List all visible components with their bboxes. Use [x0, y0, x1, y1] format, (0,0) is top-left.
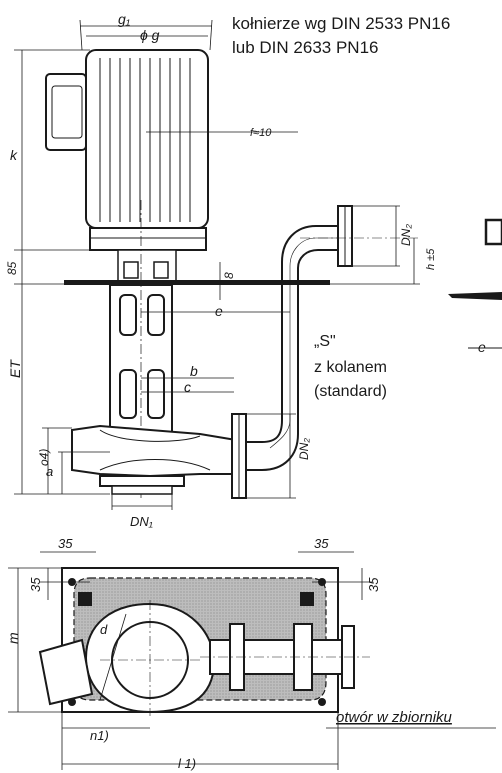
label-d: d [100, 622, 108, 637]
label-35-tl: 35 [58, 536, 73, 551]
label-m: m [5, 632, 21, 644]
label-n1: n1) [90, 728, 109, 743]
side-dimensions [14, 19, 420, 510]
label-o4: o4) [37, 449, 51, 466]
label-e-right: e [478, 339, 486, 355]
label-dn2-top: DN₂ [399, 224, 413, 246]
label-e: e [215, 303, 223, 319]
motor-fins [99, 58, 191, 222]
label-85: 85 [5, 261, 19, 275]
label-dn1: DN₁ [130, 514, 153, 529]
side-view [45, 49, 420, 500]
mounting-plate [64, 280, 330, 285]
label-s: „S" [314, 333, 336, 350]
label-8: 8 [222, 272, 236, 279]
label-phi-g: ϕ g [140, 27, 160, 43]
label-dn2-bottom: DN₂ [297, 438, 311, 460]
label-standard: (standard) [314, 383, 387, 400]
label-c: c [184, 379, 191, 395]
label-k: k [10, 147, 18, 163]
terminal-box [45, 73, 87, 151]
inlet-flange [99, 475, 185, 487]
pump-casing [71, 424, 237, 478]
header-line-1: kołnierze wg DIN 2533 PN16 [232, 14, 451, 33]
label-35-lv: 35 [28, 577, 43, 592]
label-z-kolanem: z kolanem [314, 359, 387, 376]
plan-view [38, 567, 370, 716]
label-g1: g₁ [118, 11, 131, 27]
label-otwor: otwór w zbiorniku [336, 709, 453, 726]
label-h: h ±5 [425, 248, 437, 270]
header-line-2: lub DIN 2633 PN16 [232, 38, 379, 57]
plan-dimensions [8, 551, 496, 770]
label-l1: l 1) [178, 756, 196, 771]
label-35-tr: 35 [314, 536, 329, 551]
diagram-labels: g₁ ϕ g f≈10 k 85 8 h ±5 DN₂ e e „S" z ko… [5, 11, 486, 771]
label-b: b [190, 363, 198, 379]
discharge-pipe [246, 225, 338, 443]
partial-right-view [448, 218, 502, 349]
label-et: ET [7, 359, 23, 378]
label-35-rv: 35 [366, 577, 381, 592]
terminal-box-cover [51, 85, 83, 139]
lantern [117, 249, 177, 283]
label-f: f≈10 [250, 127, 272, 139]
label-a: a [46, 464, 53, 479]
motor-flange [89, 227, 207, 251]
